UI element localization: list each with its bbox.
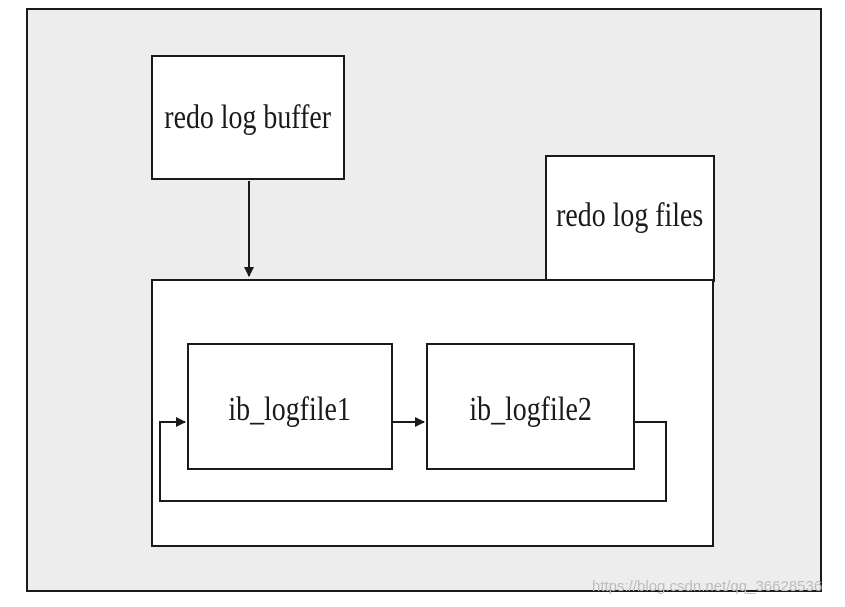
ib-logfile1-label: ib_logfile1 — [228, 391, 352, 428]
redo-log-files-label-box: redo log files — [545, 155, 715, 282]
redo-log-files-label: redo log files — [556, 197, 704, 234]
ib-logfile2-box: ib_logfile2 — [426, 343, 635, 470]
redo-log-buffer-label: redo log buffer — [164, 98, 332, 136]
redo-log-buffer-box: redo log buffer — [151, 55, 345, 180]
watermark-text: https://blog.csdn.net/qq_36628536 — [592, 578, 823, 595]
ib-logfile2-label: ib_logfile2 — [469, 391, 592, 428]
ib-logfile1-box: ib_logfile1 — [187, 343, 393, 470]
